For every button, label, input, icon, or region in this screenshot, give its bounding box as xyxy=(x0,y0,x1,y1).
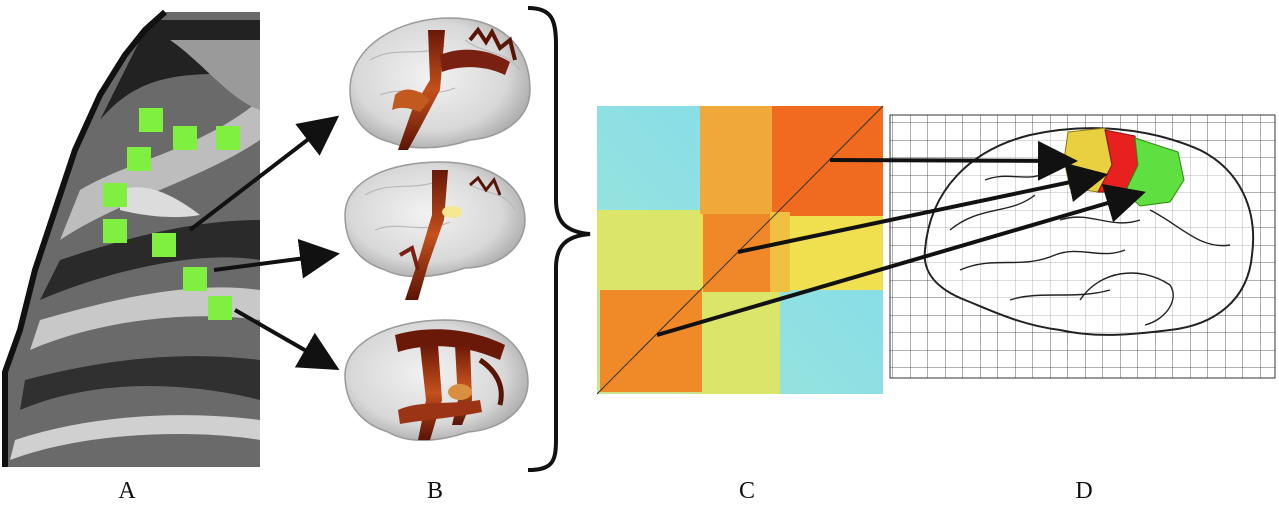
seed-voxel xyxy=(216,126,240,150)
panel-d-label: D xyxy=(1075,478,1093,504)
grouping-brace xyxy=(527,6,591,472)
seed-voxel xyxy=(127,147,151,171)
arrow-c-to-d-green xyxy=(656,183,1146,337)
tractography-brain-image xyxy=(344,319,529,441)
seed-voxel xyxy=(173,126,197,150)
panel-d xyxy=(889,114,1276,379)
panel-a-label: A xyxy=(118,478,136,504)
panel-b-label: B xyxy=(426,478,443,504)
arrow-a-to-b-top xyxy=(188,115,340,232)
seed-voxel xyxy=(103,219,127,243)
arrow-a-to-b-bottom xyxy=(234,308,340,370)
panel-a xyxy=(2,9,260,467)
arrow-c-to-d-yellow xyxy=(829,140,1078,181)
seed-voxel xyxy=(103,183,127,207)
arrow-a-to-b-middle xyxy=(213,238,340,279)
seed-voxel xyxy=(208,296,232,320)
seed-voxel xyxy=(139,108,163,132)
tractography-brain-image xyxy=(344,161,526,300)
panel-c-label: C xyxy=(738,478,755,504)
panel-b xyxy=(344,17,531,441)
tractography-brain-image xyxy=(349,17,531,150)
brain-slice-image xyxy=(5,12,260,467)
arrow-c-to-d-red xyxy=(737,162,1108,254)
seed-voxel xyxy=(183,267,207,291)
seed-voxel xyxy=(152,233,176,257)
